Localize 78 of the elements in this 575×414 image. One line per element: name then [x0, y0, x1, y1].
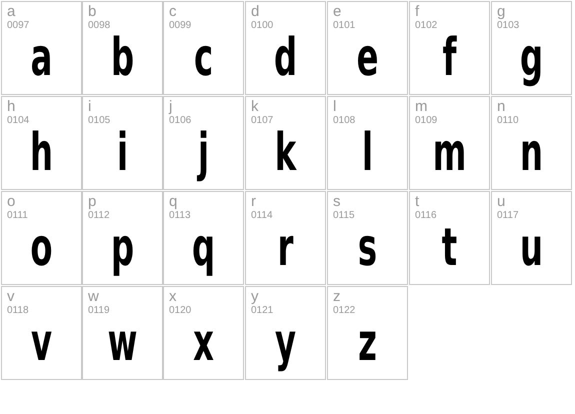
glyph-sample: k: [274, 123, 298, 183]
character-code: 0104: [7, 115, 30, 126]
glyph-sample: x: [192, 313, 215, 373]
glyph-sample: t: [440, 218, 458, 278]
glyph-sample: v: [30, 313, 53, 373]
character-code: 0122: [333, 305, 356, 316]
character-label: v: [7, 289, 14, 304]
character-label: e: [333, 4, 342, 19]
character-code: 0107: [251, 115, 274, 126]
character-label: y: [251, 289, 258, 304]
character-label: p: [88, 194, 96, 209]
character-code: 0110: [497, 115, 519, 126]
character-label: x: [169, 289, 176, 304]
glyph-sample: e: [356, 28, 380, 88]
character-label: j: [169, 99, 172, 114]
glyph-sample: l: [360, 123, 374, 183]
character-label: k: [251, 99, 258, 114]
character-code: 0100: [251, 20, 274, 31]
character-code: 0119: [88, 305, 110, 316]
glyph-sample: s: [356, 218, 378, 278]
character-label: z: [333, 289, 340, 304]
character-code: 0116: [415, 210, 437, 221]
glyph-sample: h: [29, 123, 54, 183]
glyph-sample: a: [30, 28, 54, 88]
glyph-sample: m: [432, 123, 468, 183]
glyph-sample: o: [29, 218, 54, 278]
character-code: 0120: [169, 305, 192, 316]
glyph-sample: n: [519, 123, 544, 183]
character-code: 0108: [333, 115, 356, 126]
character-label: d: [251, 4, 260, 19]
character-label: n: [497, 99, 506, 114]
character-code: 0114: [251, 210, 273, 221]
glyph-sample: q: [190, 218, 216, 278]
character-label: c: [169, 4, 176, 19]
character-label: l: [333, 99, 336, 114]
glyph-sample: p: [110, 218, 136, 278]
character-code: 0099: [169, 20, 192, 31]
character-label: i: [88, 99, 92, 114]
glyph-sample: g: [519, 28, 544, 88]
character-code: 0117: [497, 210, 519, 221]
character-code: 0113: [169, 210, 191, 221]
character-code: 0112: [88, 210, 110, 221]
glyph-sample: u: [519, 218, 544, 278]
character-label: m: [415, 99, 428, 114]
glyph-sample: z: [357, 313, 378, 373]
character-code: 0103: [497, 20, 520, 31]
glyph-sample: c: [192, 28, 214, 88]
character-label: a: [7, 4, 16, 19]
glyph-sample: f: [441, 28, 458, 88]
glyph-sample: b: [110, 28, 136, 88]
character-label: o: [7, 194, 16, 209]
character-code: 0102: [415, 20, 438, 31]
glyph-sample: w: [108, 313, 138, 373]
character-code: 0111: [7, 210, 28, 221]
character-code: 0121: [251, 305, 274, 316]
character-code: 0098: [88, 20, 110, 31]
glyph-sample: r: [276, 218, 294, 278]
glyph-sample: j: [196, 123, 210, 183]
character-label: s: [333, 194, 340, 209]
character-label: b: [88, 4, 96, 19]
character-label: g: [497, 4, 506, 19]
character-code: 0109: [415, 115, 438, 126]
character-code: 0105: [88, 115, 110, 126]
glyph-sample: y: [274, 313, 297, 373]
character-label: h: [7, 99, 16, 114]
glyph-sample: d: [273, 28, 298, 88]
glyph-sample: i: [116, 123, 130, 183]
character-code: 0115: [333, 210, 355, 221]
character-label: r: [251, 194, 256, 209]
character-code: 0118: [7, 305, 29, 316]
character-label: w: [88, 289, 99, 304]
character-code: 0106: [169, 115, 192, 126]
character-label: q: [169, 194, 178, 209]
character-label: f: [415, 4, 420, 19]
character-label: t: [415, 194, 420, 209]
character-label: u: [497, 194, 506, 209]
character-code: 0097: [7, 20, 30, 31]
character-code: 0101: [333, 20, 356, 31]
